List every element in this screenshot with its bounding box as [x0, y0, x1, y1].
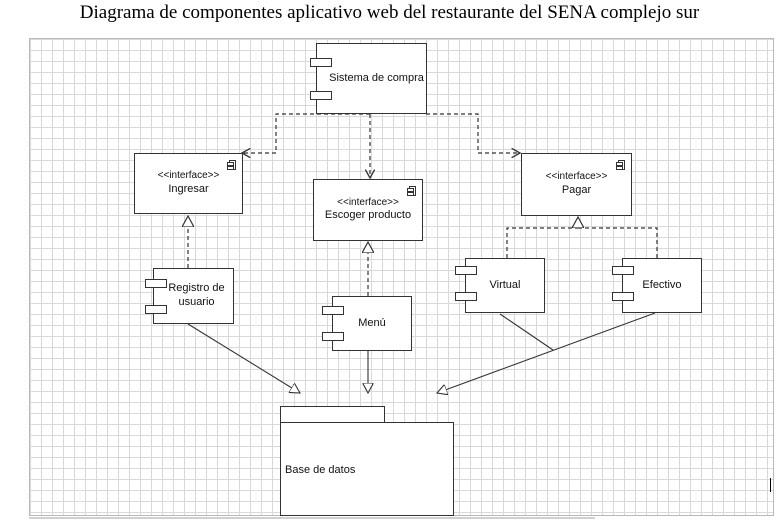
interface-stereotype: <<interface>> — [337, 196, 399, 208]
interface-label: Pagar — [561, 183, 592, 196]
real-efectivo-pagar — [578, 217, 658, 258]
component-port-icon — [455, 292, 477, 301]
component-port-icon — [322, 306, 344, 315]
dep-sistema-pagar — [426, 113, 520, 153]
assoc-efectivo-bd — [437, 312, 656, 393]
component-icon — [616, 160, 625, 170]
interface-stereotype: <<interface>> — [157, 170, 220, 182]
component-label: Menú — [358, 316, 386, 329]
canvas-scrollbar[interactable] — [29, 517, 595, 519]
interface-ingresar[interactable]: <<interface>> Ingresar — [134, 153, 243, 214]
assoc-virtual-join — [499, 313, 554, 351]
component-registro-de-usuario[interactable]: Registro de usuario — [145, 268, 234, 324]
diagram-title: Diagrama de componentes aplicativo web d… — [79, 2, 700, 23]
component-port-icon — [310, 91, 332, 100]
component-icon — [227, 160, 236, 170]
interface-stereotype: <<interface>> — [545, 171, 608, 183]
text-cursor — [770, 478, 771, 492]
component-efectivo[interactable]: Efectivo — [612, 258, 702, 313]
real-virtual-pagar — [506, 227, 578, 258]
package-base-de-datos[interactable]: Base de datos — [280, 422, 454, 516]
component-port-icon — [322, 332, 344, 341]
component-port-icon — [612, 266, 634, 275]
component-port-icon — [612, 292, 634, 301]
component-port-icon — [145, 279, 167, 288]
assoc-registro-bd — [187, 323, 300, 393]
interface-label: Escoger producto — [324, 209, 412, 222]
component-port-icon — [455, 266, 477, 275]
component-label-line2: usuario — [178, 296, 215, 308]
dep-sistema-ingresar — [242, 113, 370, 153]
component-label: Virtual — [489, 278, 521, 291]
component-icon — [407, 186, 416, 196]
component-port-icon — [310, 58, 332, 67]
component-sistema-de-compra[interactable]: Sistema de compra — [310, 43, 427, 114]
component-label: Efectivo — [642, 278, 682, 291]
component-label: Sistema de compra — [329, 71, 424, 84]
component-menu[interactable]: Menú — [322, 296, 412, 351]
interface-label: Ingresar — [168, 182, 209, 195]
interface-escoger-producto[interactable]: <<interface>> Escoger producto — [313, 179, 423, 241]
component-label-line1: Registro de — [168, 282, 225, 295]
package-label: Base de datos — [285, 464, 356, 476]
component-port-icon — [145, 305, 167, 314]
package-tab — [280, 406, 385, 423]
interface-pagar[interactable]: <<interface>> Pagar — [521, 153, 632, 216]
component-virtual[interactable]: Virtual — [455, 258, 545, 313]
